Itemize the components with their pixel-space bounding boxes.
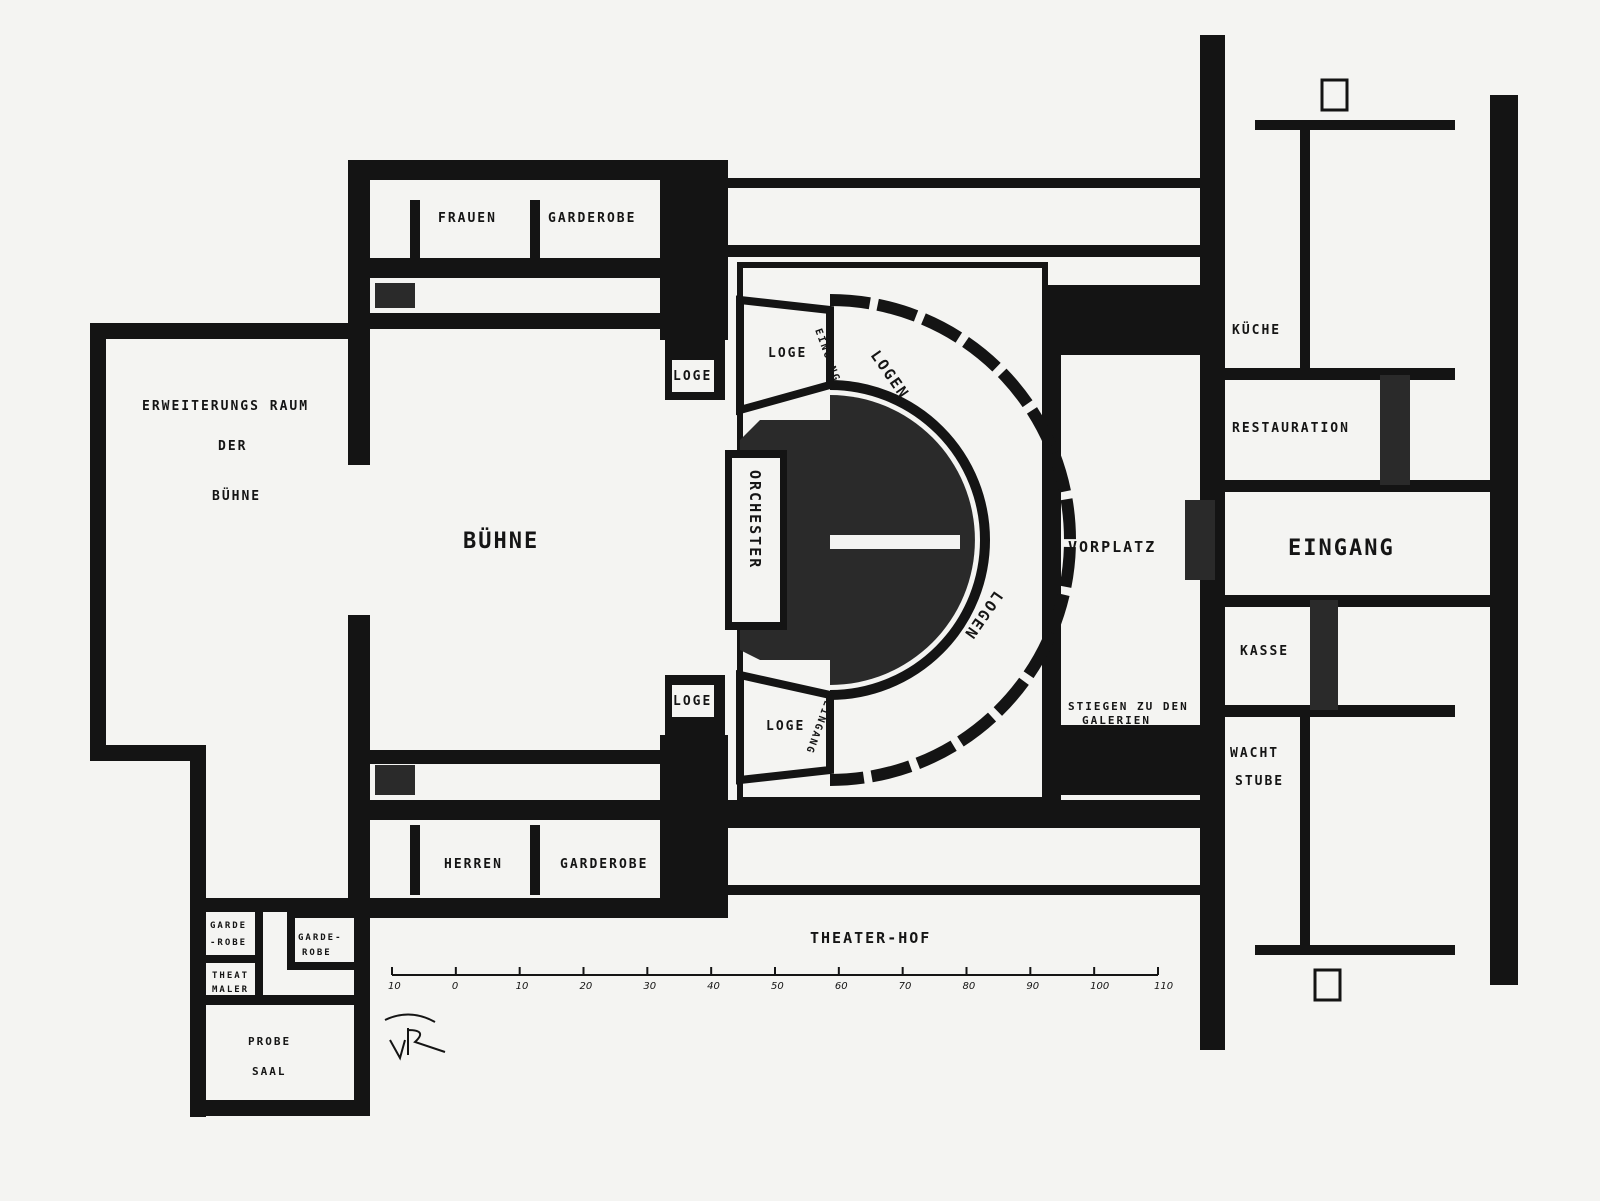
scale-tick-label: 0 — [452, 981, 458, 992]
frauen-garderobe-walls — [348, 160, 728, 465]
label-wacht: WACHT — [1230, 746, 1279, 761]
label-herren: HERREN — [444, 857, 503, 872]
label-theatermaler-1: THEAT — [212, 971, 249, 981]
label-eingang: EINGANG — [1288, 536, 1395, 561]
label-garderobe-b1: GARDE- — [298, 933, 343, 943]
label-restauration: RESTAURATION — [1232, 421, 1350, 436]
label-kasse: KASSE — [1240, 644, 1289, 659]
label-garderobe-a2: -ROBE — [210, 938, 247, 948]
label-theaterhof: THEATER-HOF — [810, 929, 931, 947]
stage-wall-bottom — [348, 615, 370, 915]
auditorium — [725, 262, 1076, 803]
orchestra-pit — [732, 458, 780, 622]
label-herren-garderobe: GARDEROBE — [560, 857, 648, 872]
scale-tick-label: 80 — [963, 981, 976, 992]
scale-tick-label: 20 — [580, 981, 593, 992]
label-loge-4: LOGE — [766, 719, 805, 734]
label-garderobe-a1: GARDE — [210, 921, 247, 931]
scale-tick-label: 90 — [1026, 981, 1039, 992]
label-garderobe-b2: ROBE — [302, 948, 332, 958]
herren-garderobe-walls — [348, 735, 728, 918]
label-kueche: KÜCHE — [1232, 322, 1281, 338]
scale-tick-label: 70 — [899, 981, 912, 992]
label-orchester: ORCHESTER — [746, 470, 764, 569]
scale-tick-label: 50 — [771, 981, 784, 992]
scale-tick-label: 10 — [516, 981, 529, 992]
scale-tick-label: 30 — [643, 981, 656, 992]
label-der: DER — [218, 439, 247, 454]
label-buehne-small: BÜHNE — [212, 488, 261, 504]
label-buehne: BÜHNE — [463, 528, 539, 554]
label-stube: STUBE — [1235, 774, 1284, 789]
corridors — [725, 178, 1220, 895]
label-theatermaler-2: MALER — [212, 985, 249, 995]
scale-tick-label: 10 — [388, 981, 401, 992]
monogram-signature — [384, 1013, 446, 1061]
label-frauen-garderobe: GARDEROBE — [548, 211, 636, 226]
label-probe: PROBE — [248, 1035, 291, 1048]
label-saal: SAAL — [252, 1065, 287, 1078]
scale-tick-label: 100 — [1090, 981, 1109, 992]
label-galerien: GALERIEN — [1082, 714, 1151, 727]
scale-tick-label: 40 — [707, 981, 720, 992]
scale-tick-label: 60 — [835, 981, 848, 992]
label-vorplatz: VORPLATZ — [1068, 538, 1156, 556]
label-loge-2: LOGE — [768, 346, 807, 361]
label-loge-3: LOGE — [673, 694, 712, 709]
rear-stage-walls — [90, 323, 370, 1117]
entrance-block-walls — [1185, 35, 1518, 1050]
label-frauen: FRAUEN — [438, 211, 497, 226]
label-erweiterung: ERWEITERUNGS RAUM — [142, 399, 309, 414]
label-loge-1: LOGE — [673, 369, 712, 384]
label-stiegen: STIEGEN ZU DEN — [1068, 700, 1189, 713]
scale-tick-label: 110 — [1154, 981, 1173, 992]
